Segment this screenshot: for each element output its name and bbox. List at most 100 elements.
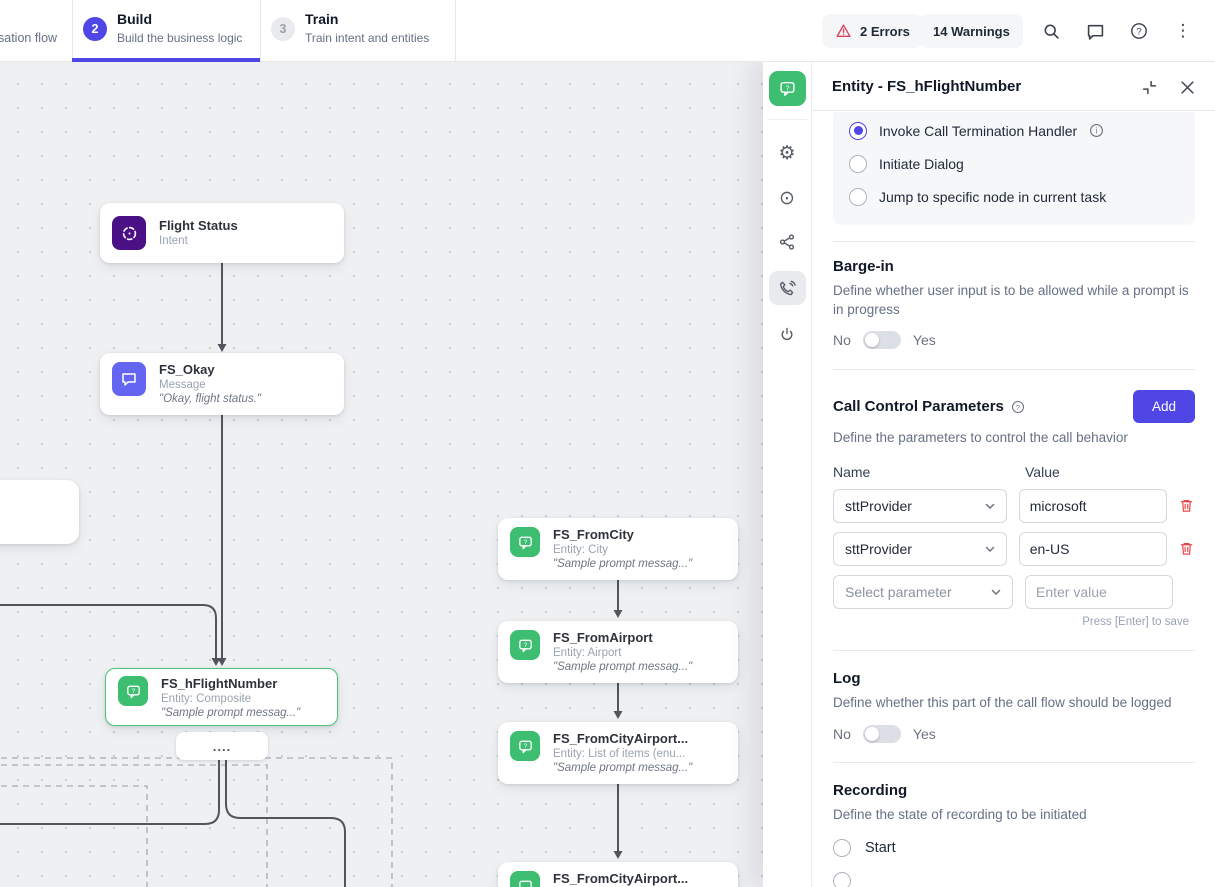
help-circle-icon[interactable]: ? (1011, 400, 1025, 414)
node-type: Entity: Airport (553, 647, 622, 659)
select-placeholder: Select parameter (845, 583, 952, 600)
divider (260, 0, 261, 62)
flow-node-fs-hflightnumber[interactable]: ? FS_hFlightNumber Entity: Composite "Sa… (105, 668, 338, 726)
node-type: Entity: Composite (161, 693, 252, 705)
entity-icon: ? (510, 630, 540, 660)
more-menu-icon[interactable]: ⋮ (1174, 21, 1192, 40)
radio-unselected[interactable] (849, 154, 867, 173)
warnings-button[interactable]: 14 Warnings (920, 14, 1023, 48)
collapse-icon[interactable] (1139, 77, 1159, 97)
option-jump-to-node[interactable]: Jump to specific node in current task (849, 180, 1179, 213)
option-invoke-call-termination-handler[interactable]: Invoke Call Termination Handler i (849, 114, 1179, 147)
call-control-section: Call Control Parameters ? Add Define the… (812, 370, 1215, 650)
circle-dot-icon[interactable]: ⊙ (779, 186, 795, 209)
divider (833, 369, 1195, 371)
flow-node-fs-fromcity[interactable]: ? FS_FromCity Entity: City "Sample promp… (498, 518, 738, 580)
node-title: FS_FromCityAirport... (553, 871, 689, 886)
value-column-label: Value (1025, 463, 1060, 480)
entity-tab-icon[interactable]: ? (769, 71, 806, 106)
panel-scroll-area[interactable]: Invoke Call Termination Handler i Initia… (812, 112, 1215, 887)
errors-button[interactable]: 2 Errors (822, 14, 923, 48)
node-title: FS_FromAirport (553, 630, 653, 645)
node-type: Entity: City (553, 544, 608, 556)
node-title: FS_FromCityAirport... (553, 731, 689, 746)
close-icon[interactable] (1177, 77, 1197, 97)
barge-in-section: Barge-in Define whether user input is to… (812, 242, 1215, 369)
svg-text:i: i (1096, 127, 1098, 136)
flow-node-fs-okay[interactable]: FS_Okay Message "Okay, flight status." (100, 353, 344, 415)
parameter-value-input[interactable] (1018, 531, 1167, 566)
search-icon[interactable] (1041, 21, 1061, 41)
message-icon (112, 362, 146, 396)
entity-icon: ? (118, 676, 148, 706)
share-icon[interactable] (763, 224, 811, 260)
drop-zone-dashed-outline (0, 757, 393, 887)
panel-icon-rail: ? ⚙ ⊙ (763, 62, 811, 887)
node-prompt-preview: "Sample prompt messag..." (553, 558, 693, 570)
top-bar: sation flow 2 Build Build the business l… (0, 0, 1215, 62)
log-section: Log Define whether this part of the call… (812, 651, 1215, 762)
gear-icon[interactable]: ⚙ (778, 141, 796, 164)
step-number-badge: 2 (83, 17, 107, 41)
node-title: FS_Okay (159, 362, 215, 377)
chevron-down-icon (991, 589, 1001, 595)
option-start-recording[interactable]: Start (833, 839, 1195, 858)
previous-step-fragment[interactable]: sation flow (0, 31, 58, 45)
parameter-name-select[interactable]: sttProvider (833, 531, 1007, 566)
press-enter-hint: Press [Enter] to save (1082, 615, 1189, 628)
select-value: sttProvider (845, 540, 912, 557)
delete-parameter-icon[interactable] (1178, 497, 1195, 515)
option-partial[interactable] (833, 872, 1195, 887)
info-icon[interactable]: i (1089, 123, 1104, 138)
power-plug-icon[interactable] (763, 317, 811, 353)
parameter-row: sttProvider (833, 488, 1195, 523)
radio-selected[interactable] (849, 121, 867, 140)
radio-unselected[interactable] (833, 839, 851, 858)
tab-train[interactable]: 3 Train Train intent and entities (260, 0, 455, 62)
chevron-down-icon (985, 503, 994, 509)
parameter-name-select[interactable]: Select parameter (833, 574, 1013, 609)
divider (767, 119, 807, 120)
barge-in-toggle[interactable] (862, 331, 901, 350)
call-control-description: Define the parameters to control the cal… (833, 430, 1128, 446)
properties-panel: ? ⚙ ⊙ (763, 62, 1215, 887)
phone-settings-icon[interactable] (769, 271, 806, 305)
collapsed-branch-pill[interactable]: .... (176, 732, 268, 760)
svg-text:?: ? (785, 83, 789, 92)
help-icon[interactable]: ? (1129, 21, 1149, 41)
radio-unselected[interactable] (849, 187, 867, 206)
node-type: Intent (159, 235, 188, 247)
call-control-heading: Call Control Parameters (833, 398, 1004, 416)
node-prompt-preview: "Sample prompt messag..." (553, 762, 693, 774)
intent-icon (112, 216, 146, 250)
log-toggle[interactable] (862, 724, 901, 743)
flow-node-fs-fromcityairport[interactable]: ? FS_FromCityAirport... Entity: List of … (498, 722, 738, 784)
step-title: Train (305, 11, 339, 27)
flow-node-fs-fromcityairport-2[interactable]: FS_FromCityAirport... (498, 862, 738, 887)
tab-build[interactable]: 2 Build Build the business logic (72, 0, 260, 62)
step-title: Build (117, 11, 152, 27)
svg-text:?: ? (1016, 403, 1020, 412)
node-title: FS_FromCity (553, 527, 634, 542)
flow-node-fs-fromairport[interactable]: ? FS_FromAirport Entity: Airport "Sample… (498, 621, 738, 683)
radio-unselected[interactable] (833, 872, 851, 887)
arrowheads (211, 344, 623, 859)
parameter-name-select[interactable]: sttProvider (833, 488, 1007, 523)
delete-parameter-icon[interactable] (1178, 540, 1195, 558)
log-heading: Log (833, 669, 861, 687)
entity-icon: ? (510, 527, 540, 557)
add-parameter-button[interactable]: Add (1133, 390, 1195, 424)
chat-icon[interactable] (1085, 21, 1105, 41)
parameter-row: sttProvider (833, 531, 1195, 566)
parameter-value-input[interactable] (1025, 574, 1173, 609)
option-initiate-dialog[interactable]: Initiate Dialog (849, 147, 1179, 180)
on-exit-options-group: Invoke Call Termination Handler i Initia… (833, 112, 1195, 225)
panel-title: Entity - FS_hFlightNumber (832, 77, 1022, 95)
svg-text:?: ? (523, 743, 527, 750)
flow-node-partial[interactable] (0, 480, 79, 544)
log-description: Define whether this part of the call flo… (833, 694, 1172, 710)
flow-node-flight-status[interactable]: Flight Status Intent (100, 203, 344, 263)
parameter-value-input[interactable] (1018, 488, 1167, 523)
option-label: Jump to specific node in current task (879, 188, 1107, 205)
